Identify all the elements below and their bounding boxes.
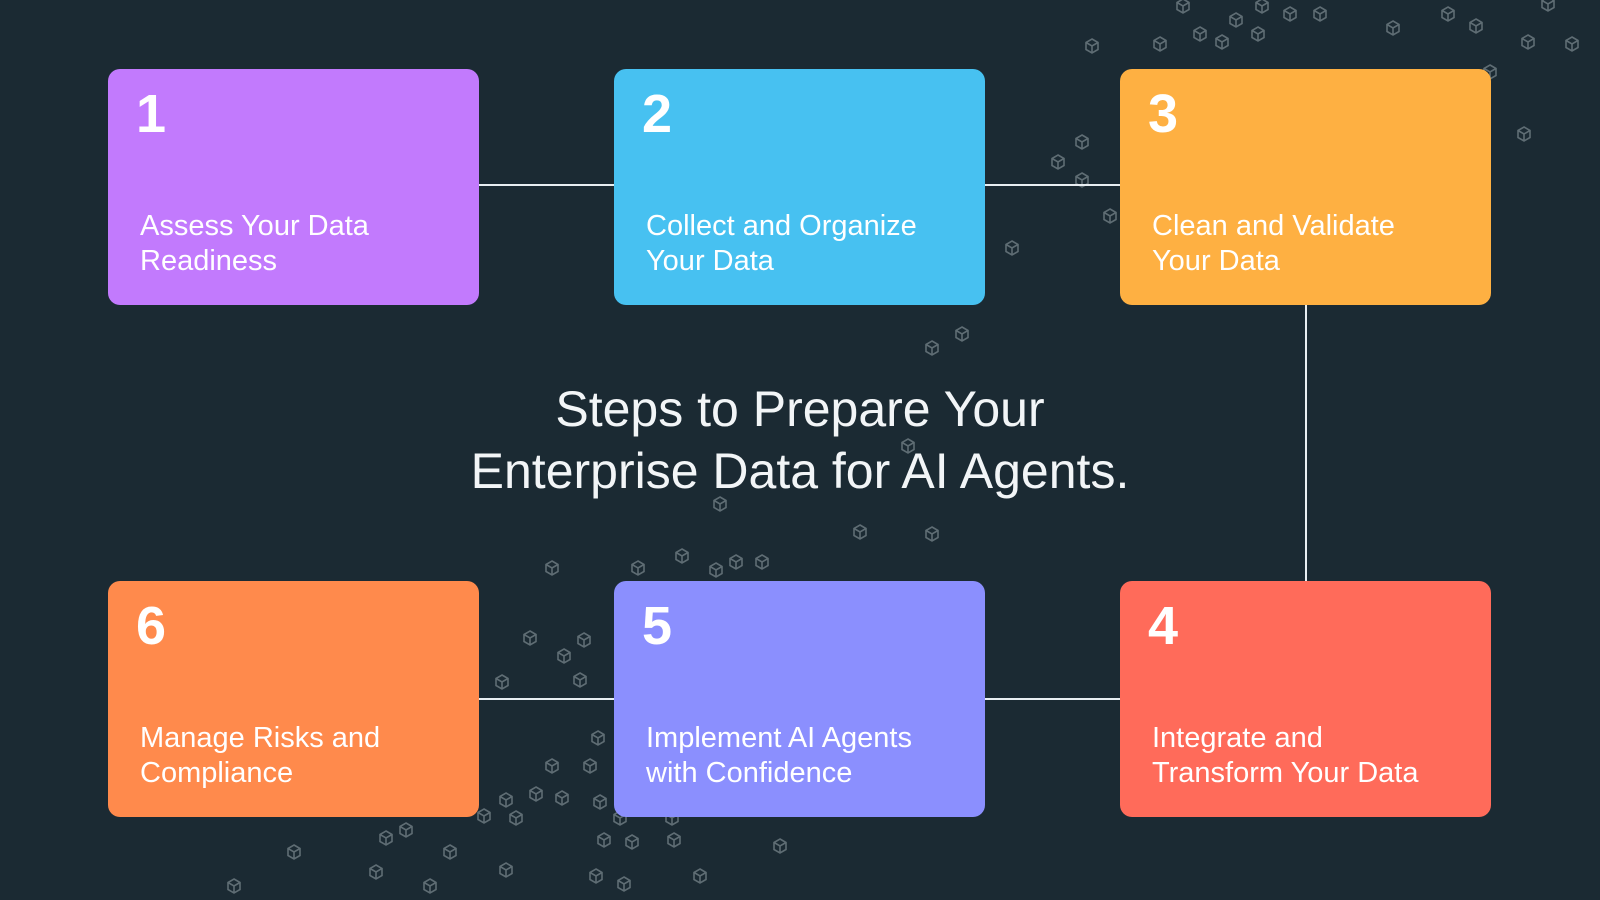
cube-icon <box>1153 36 1167 52</box>
connector-4-5 <box>985 698 1120 700</box>
step-card-2: 2 Collect and Organize Your Data <box>614 69 985 305</box>
title-line-1: Steps to Prepare Your <box>555 381 1045 437</box>
cube-icon <box>499 792 513 808</box>
connector-1-2 <box>479 184 614 186</box>
cube-icon <box>667 832 681 848</box>
cube-icon <box>729 554 743 570</box>
connector-3-4 <box>1305 305 1307 581</box>
cube-icon <box>499 862 513 878</box>
cube-icon <box>1313 6 1327 22</box>
cube-icon <box>573 672 587 688</box>
connector-2-3 <box>985 184 1120 186</box>
step-card-1: 1 Assess Your Data Readiness <box>108 69 479 305</box>
step-number: 2 <box>642 84 673 144</box>
cube-icon <box>597 832 611 848</box>
cube-icon <box>693 868 707 884</box>
cube-icon <box>1215 34 1229 50</box>
cube-icon <box>555 790 569 806</box>
cube-icon <box>591 730 605 746</box>
cube-icon <box>1283 6 1297 22</box>
step-label: Integrate and Transform Your Data <box>1152 722 1419 789</box>
cube-icon <box>287 844 301 860</box>
cube-icon <box>495 674 509 690</box>
cube-icon <box>1005 240 1019 256</box>
title-line-2: Enterprise Data for AI Agents. <box>470 443 1130 499</box>
cube-icon <box>583 758 597 774</box>
cube-icon <box>1441 6 1455 22</box>
step-label: Collect and Organize Your Data <box>646 210 917 277</box>
cube-icon <box>593 794 607 810</box>
step-card-4: 4 Integrate and Transform Your Data <box>1120 581 1491 817</box>
step-number: 1 <box>136 84 167 144</box>
cube-icon <box>443 844 457 860</box>
cube-icon <box>755 554 769 570</box>
step-number: 4 <box>1148 596 1179 656</box>
cube-icon <box>853 524 867 540</box>
cube-icon <box>557 648 571 664</box>
step-number: 6 <box>136 596 167 656</box>
cube-icon <box>1051 154 1065 170</box>
cube-icon <box>545 560 559 576</box>
cube-icon <box>589 868 603 884</box>
cube-icon <box>1075 134 1089 150</box>
cube-icon <box>523 630 537 646</box>
step-card-3: 3 Clean and Validate Your Data <box>1120 69 1491 305</box>
cube-icon <box>1565 36 1579 52</box>
cube-icon <box>369 864 383 880</box>
cube-icon <box>773 838 787 854</box>
step-card-6: 6 Manage Risks and Compliance <box>108 581 479 817</box>
cube-icon <box>545 758 559 774</box>
cube-icon <box>1085 38 1099 54</box>
cube-icon <box>1255 0 1269 14</box>
step-number: 3 <box>1148 84 1179 144</box>
diagram-title: Steps to Prepare Your Enterprise Data fo… <box>0 378 1600 502</box>
cube-icon <box>1229 12 1243 28</box>
cube-icon <box>901 438 915 454</box>
cube-icon <box>925 526 939 542</box>
step-number: 5 <box>642 596 673 656</box>
cube-icon <box>1541 0 1555 12</box>
cube-icon <box>379 830 393 846</box>
connector-5-6 <box>479 698 614 700</box>
cube-icon <box>1386 20 1400 36</box>
cube-icon <box>1176 0 1190 14</box>
cube-icon <box>955 326 969 342</box>
cube-icon <box>477 808 491 824</box>
cube-icon <box>577 632 591 648</box>
cube-icon <box>709 562 723 578</box>
step-label: Manage Risks and Compliance <box>140 722 381 789</box>
cube-icon <box>631 560 645 576</box>
cube-icon <box>625 834 639 850</box>
cube-icon <box>925 340 939 356</box>
cube-icon <box>713 496 727 512</box>
cube-icon <box>509 810 523 826</box>
cube-icon <box>1521 34 1535 50</box>
step-card-5: 5 Implement AI Agents with Confidence <box>614 581 985 817</box>
cube-icon <box>1251 26 1265 42</box>
cube-icon <box>1469 18 1483 34</box>
cube-icon <box>1103 208 1117 224</box>
cube-icon <box>399 822 413 838</box>
cube-icon <box>617 876 631 892</box>
step-label: Clean and Validate Your Data <box>1152 210 1395 277</box>
cube-icon <box>423 878 437 894</box>
cube-icon <box>1193 26 1207 42</box>
step-label: Assess Your Data Readiness <box>140 210 369 277</box>
step-label: Implement AI Agents with Confidence <box>646 722 912 789</box>
cube-icon <box>1517 126 1531 142</box>
cube-icon <box>675 548 689 564</box>
cube-icon <box>227 878 241 894</box>
cube-icon <box>529 786 543 802</box>
